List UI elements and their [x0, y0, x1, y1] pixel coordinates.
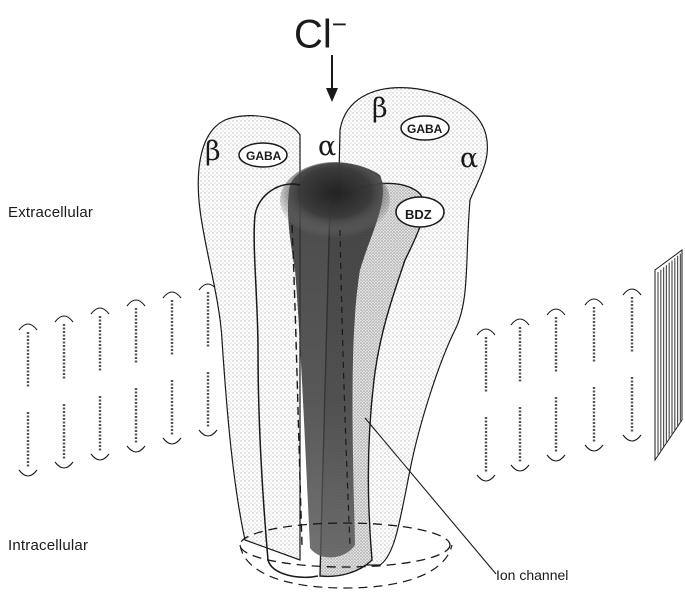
beta-subunit-label-right: β [372, 95, 388, 122]
lipid-head [585, 299, 603, 305]
ion-channel-label: Ion channel [496, 567, 568, 583]
lipid-head [91, 454, 109, 460]
extracellular-label: Extracellular [8, 204, 93, 221]
gaba-label-right: GABA [407, 122, 442, 136]
lipid-head [19, 324, 37, 330]
lipid-head [511, 319, 529, 325]
lipid-head [19, 470, 37, 476]
gaba-label-left: GABA [246, 149, 281, 163]
ion-charge: − [332, 9, 347, 39]
lipid-head [55, 316, 73, 322]
lipid-head [477, 475, 495, 481]
lipid-head [127, 300, 145, 306]
lipid-head [511, 465, 529, 471]
beta-subunit-label-left: β [205, 138, 221, 165]
lipid-head [163, 438, 181, 444]
subunit-back-left [198, 116, 300, 560]
alpha-subunit-label-left: α [318, 133, 336, 160]
lipid-head [91, 308, 109, 314]
lipid-head [623, 289, 641, 295]
lipid-head [127, 446, 145, 452]
alpha-subunit-label-right: α [460, 145, 478, 172]
intracellular-label: Intracellular [8, 537, 88, 554]
lipid-head [477, 329, 495, 335]
chloride-ion-label: Cl− [294, 4, 347, 54]
lipid-head [585, 445, 603, 451]
bdz-label: BDZ [405, 207, 432, 222]
ion-symbol: Cl [294, 12, 332, 56]
lipid-head [163, 292, 181, 298]
lipid-head [547, 455, 565, 461]
lipid-head [547, 309, 565, 315]
lipid-head [623, 435, 641, 441]
lipid-head [55, 462, 73, 468]
pore-top-shadow [280, 162, 390, 238]
ion-flow-arrow-head [326, 88, 338, 102]
lipid-head [199, 430, 217, 436]
